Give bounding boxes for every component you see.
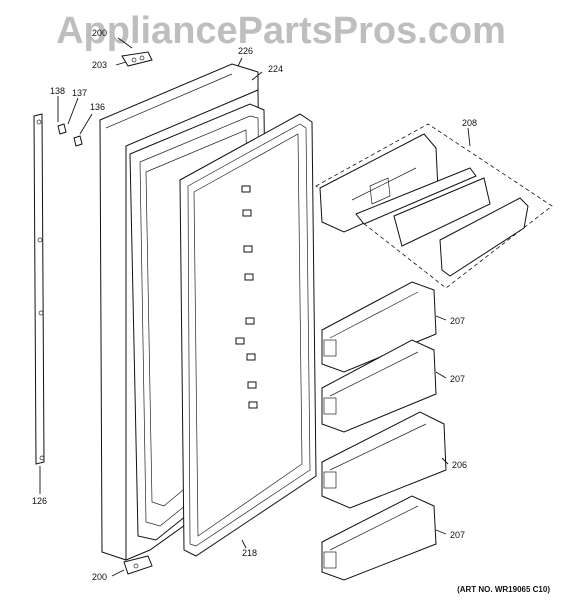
leader-lines xyxy=(39,37,471,577)
callout-218: 218 xyxy=(242,548,257,558)
callout-126: 126 xyxy=(32,496,47,506)
callout-203: 203 xyxy=(92,60,107,70)
door-handle-part xyxy=(33,113,45,465)
door-bin-top xyxy=(321,281,437,373)
callout-224: 224 xyxy=(268,64,283,74)
callout-226: 226 xyxy=(238,46,253,56)
top-hinge-part xyxy=(121,51,153,67)
callout-200-bottom: 200 xyxy=(92,572,107,582)
callout-207-a: 207 xyxy=(450,316,465,326)
watermark-logo: AppliancePartsPros.com xyxy=(56,10,506,52)
callout-labels: 200 203 226 224 138 137 136 208 207 207 … xyxy=(32,28,477,582)
door-gasket xyxy=(179,113,317,557)
callout-207-b: 207 xyxy=(450,374,465,384)
screw-parts xyxy=(57,123,83,147)
dairy-compartment-assembly xyxy=(315,123,553,289)
callout-206: 206 xyxy=(452,460,467,470)
liner-shelf-pegs xyxy=(235,185,258,409)
art-number: (ART NO. WR19065 C10) xyxy=(457,585,550,594)
callout-136: 136 xyxy=(90,102,105,112)
door-bin-tall xyxy=(321,411,447,509)
callout-207-c: 207 xyxy=(450,530,465,540)
callout-138: 138 xyxy=(50,86,65,96)
callout-200-top: 200 xyxy=(92,28,107,38)
callout-137: 137 xyxy=(72,88,87,98)
callout-208: 208 xyxy=(462,118,477,128)
door-bin-second xyxy=(321,339,437,433)
door-bin-bottom xyxy=(321,495,437,581)
bottom-hinge-part xyxy=(123,555,153,575)
